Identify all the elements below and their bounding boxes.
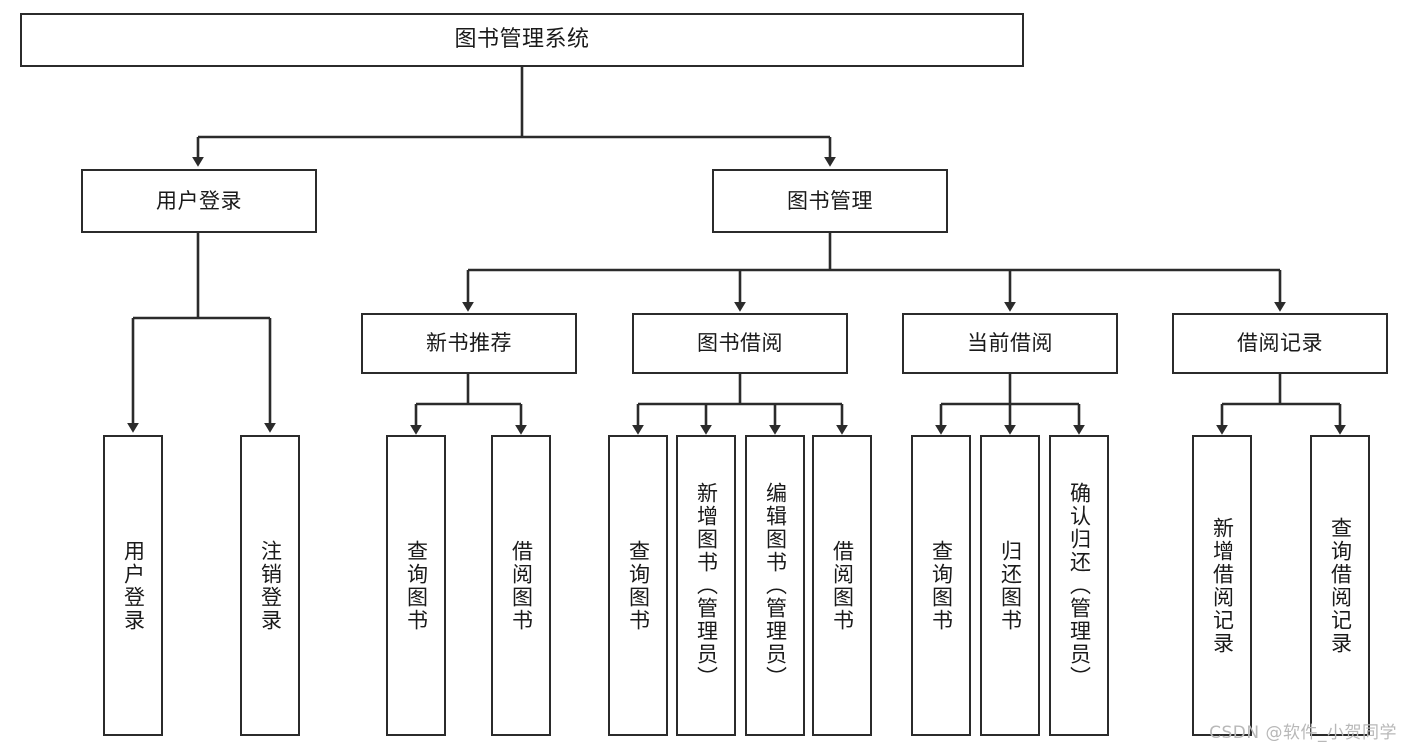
watermark: CSDN @软件_小贺同学 [1209, 723, 1397, 743]
node-book-manage-label: 图书管理 [787, 188, 873, 213]
node-book-manage[interactable]: 图书管理 [712, 169, 948, 233]
node-leaf-query-book-2-label: 查询图书 [626, 539, 651, 632]
node-leaf-logout-login[interactable]: 注销登录 [240, 435, 300, 736]
node-leaf-query-record-label: 查询借阅记录 [1328, 516, 1353, 655]
node-leaf-edit-book[interactable]: 编辑图书（管理员） [745, 435, 805, 736]
node-leaf-confirm-return-label: 确认归还（管理员） [1067, 482, 1092, 689]
node-leaf-query-record[interactable]: 查询借阅记录 [1310, 435, 1370, 736]
node-borrow-record[interactable]: 借阅记录 [1172, 313, 1388, 374]
node-leaf-query-book-3[interactable]: 查询图书 [911, 435, 971, 736]
node-leaf-borrow-book-2-label: 借阅图书 [830, 539, 855, 632]
node-current-borrow[interactable]: 当前借阅 [902, 313, 1118, 374]
node-book-borrow-label: 图书借阅 [697, 331, 783, 356]
node-leaf-add-book[interactable]: 新增图书（管理员） [676, 435, 736, 736]
node-leaf-borrow-book-2[interactable]: 借阅图书 [812, 435, 872, 736]
node-book-borrow[interactable]: 图书借阅 [632, 313, 848, 374]
node-leaf-add-record-label: 新增借阅记录 [1210, 516, 1235, 655]
node-leaf-query-book-1-label: 查询图书 [404, 539, 429, 632]
node-leaf-borrow-book-1-label: 借阅图书 [509, 539, 534, 632]
node-leaf-borrow-book-1[interactable]: 借阅图书 [491, 435, 551, 736]
node-leaf-query-book-2[interactable]: 查询图书 [608, 435, 668, 736]
node-leaf-return-book-label: 归还图书 [998, 539, 1023, 632]
node-root[interactable]: 图书管理系统 [20, 13, 1024, 67]
node-leaf-add-record[interactable]: 新增借阅记录 [1192, 435, 1252, 736]
node-leaf-logout-login-label: 注销登录 [258, 539, 283, 632]
node-user-login[interactable]: 用户登录 [81, 169, 317, 233]
node-leaf-query-book-3-label: 查询图书 [929, 539, 954, 632]
node-borrow-record-label: 借阅记录 [1237, 331, 1323, 356]
node-leaf-user-login[interactable]: 用户登录 [103, 435, 163, 736]
node-new-book-rec-label: 新书推荐 [426, 331, 512, 356]
node-new-book-rec[interactable]: 新书推荐 [361, 313, 577, 374]
node-leaf-user-login-label: 用户登录 [121, 539, 146, 632]
node-current-borrow-label: 当前借阅 [967, 331, 1053, 356]
node-leaf-query-book-1[interactable]: 查询图书 [386, 435, 446, 736]
node-leaf-return-book[interactable]: 归还图书 [980, 435, 1040, 736]
node-root-label: 图书管理系统 [454, 27, 590, 53]
node-user-login-label: 用户登录 [156, 188, 242, 213]
node-leaf-confirm-return[interactable]: 确认归还（管理员） [1049, 435, 1109, 736]
node-leaf-add-book-label: 新增图书（管理员） [694, 482, 719, 689]
node-leaf-edit-book-label: 编辑图书（管理员） [763, 482, 788, 689]
